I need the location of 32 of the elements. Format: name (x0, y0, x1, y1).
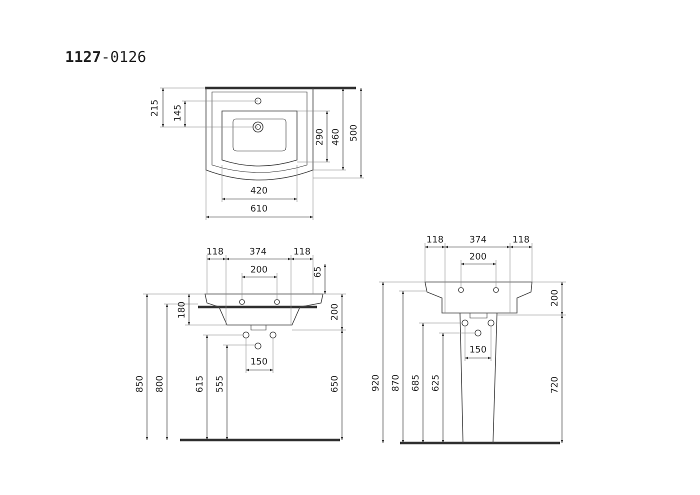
dimension-label: 118 (293, 248, 311, 258)
dimension-label: 500 (350, 124, 360, 142)
dimension-label: 200 (250, 266, 268, 276)
dimension-label: 118 (206, 248, 224, 258)
dimension-label: 215 (152, 99, 160, 117)
dimension-label: 625 (432, 374, 442, 392)
dimension-label: 850 (136, 375, 146, 393)
dimension-label: 118 (426, 236, 444, 246)
dimension-label: 200 (469, 254, 487, 262)
dimension-label: 65 (314, 266, 324, 278)
dimension-label: 420 (250, 188, 268, 196)
dimension-label: 460 (332, 128, 342, 146)
dimension-label: 555 (216, 375, 226, 393)
dimension-label: 650 (332, 375, 340, 393)
dimension-label: 610 (250, 206, 268, 214)
dimension-label: 615 (196, 375, 206, 393)
dimension-label: 180 (178, 301, 188, 319)
dimension-label: 290 (316, 128, 326, 146)
dimension-label: 374 (249, 248, 267, 258)
dimension-label: 200 (332, 303, 340, 321)
dimension-label: 200 (552, 289, 560, 307)
dimension-label: 870 (392, 374, 402, 392)
dimension-label: 720 (552, 376, 560, 394)
model-number: 1127-0126 (65, 48, 146, 66)
dimension-label: 145 (174, 104, 184, 122)
dimension-label: 800 (156, 375, 166, 393)
dimension-label: 920 (372, 374, 382, 392)
dimension-label: 118 (512, 236, 530, 246)
dimension-label: 150 (469, 346, 487, 356)
dimension-label: 150 (250, 358, 268, 368)
dimension-label: 685 (412, 374, 422, 392)
dimension-label: 374 (469, 236, 487, 246)
